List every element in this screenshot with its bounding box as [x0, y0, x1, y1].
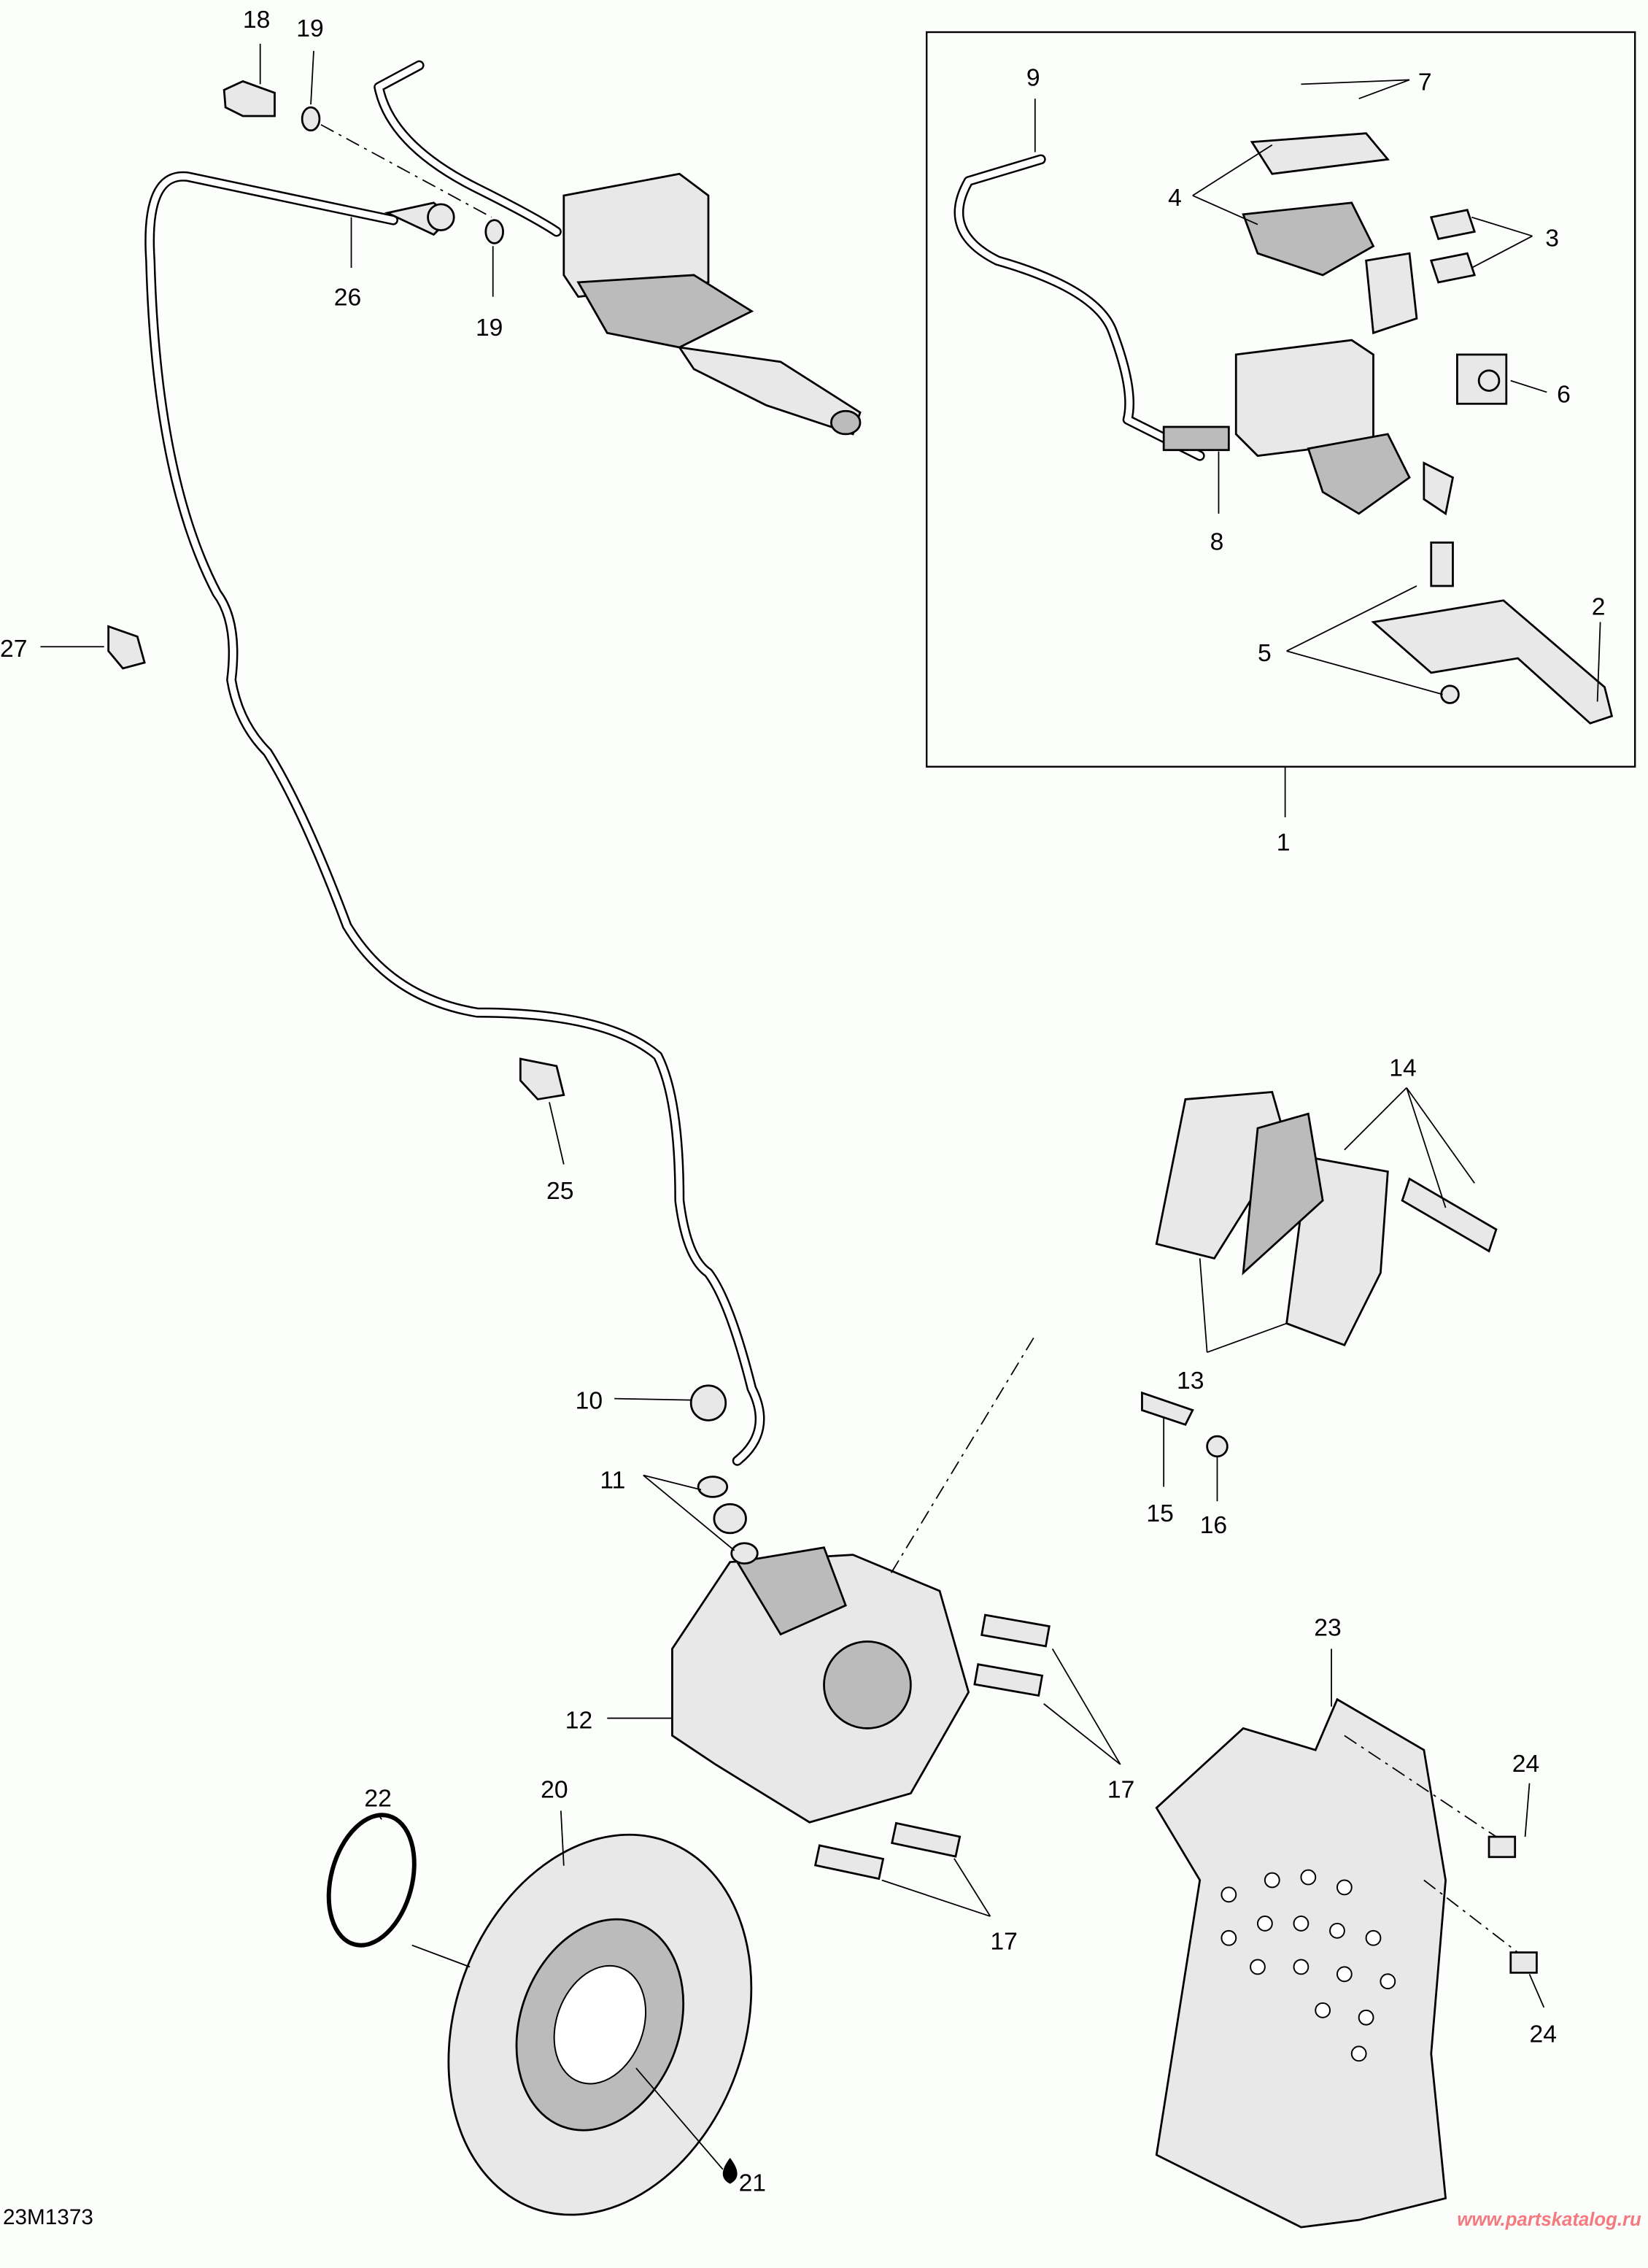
callout-1: 1 [1277, 830, 1291, 857]
callout-17a: 17 [1107, 1777, 1134, 1804]
brake-disc [447, 1833, 753, 2216]
callout-3: 3 [1545, 225, 1559, 252]
callout-10: 10 [576, 1388, 603, 1415]
brake-caliper [671, 1337, 1229, 1881]
banjo-bolt-18 [223, 80, 276, 117]
callout-19a: 19 [296, 15, 323, 42]
washer-19b [484, 219, 504, 244]
callout-26: 26 [334, 285, 361, 312]
washer-19 [301, 106, 321, 132]
callout-4: 4 [1168, 185, 1182, 212]
callout-2: 2 [1592, 594, 1606, 621]
callout-15: 15 [1146, 1500, 1173, 1527]
callout-8: 8 [1210, 528, 1224, 555]
callout-23: 23 [1314, 1615, 1341, 1642]
brake-shield [1155, 1697, 1538, 2229]
callout-9: 9 [1026, 64, 1040, 91]
callout-25: 25 [546, 1178, 573, 1205]
callout-19b: 19 [476, 315, 503, 342]
callout-27: 27 [0, 636, 27, 663]
master-cylinder-assembly-frame [926, 31, 1636, 768]
diagram-code: 23M1373 [3, 2205, 93, 2229]
callout-14: 14 [1389, 1055, 1416, 1082]
leader-lines [40, 43, 1601, 2170]
callout-5: 5 [1258, 640, 1272, 667]
brake-pads [1155, 1091, 1498, 1347]
master-cylinder [374, 60, 862, 436]
callout-17b: 17 [990, 1929, 1017, 1956]
callout-16: 16 [1200, 1512, 1227, 1539]
o-ring-22 [326, 1813, 417, 1948]
callout-13: 13 [1177, 1368, 1204, 1395]
callout-20: 20 [541, 1777, 568, 1804]
grease-drop-icon [722, 2157, 738, 2184]
callout-18: 18 [243, 7, 270, 34]
inset-parts [953, 132, 1614, 725]
callout-24a: 24 [1512, 1751, 1539, 1778]
clamp-27 [107, 625, 146, 670]
callout-21: 21 [739, 2170, 766, 2197]
watermark: www.partskatalog.ru [1457, 2210, 1641, 2230]
brake-hose [144, 171, 765, 1466]
callout-7: 7 [1418, 69, 1432, 96]
clamp-25 [519, 1057, 565, 1100]
callout-11: 11 [600, 1467, 625, 1494]
callout-12: 12 [565, 1707, 592, 1734]
callout-labels: 1 2 3 4 5 6 7 8 9 10 11 12 13 14 15 16 1… [0, 7, 1641, 2230]
callout-22: 22 [364, 1785, 391, 1812]
callout-6: 6 [1557, 381, 1571, 408]
callout-24b: 24 [1530, 2021, 1557, 2048]
